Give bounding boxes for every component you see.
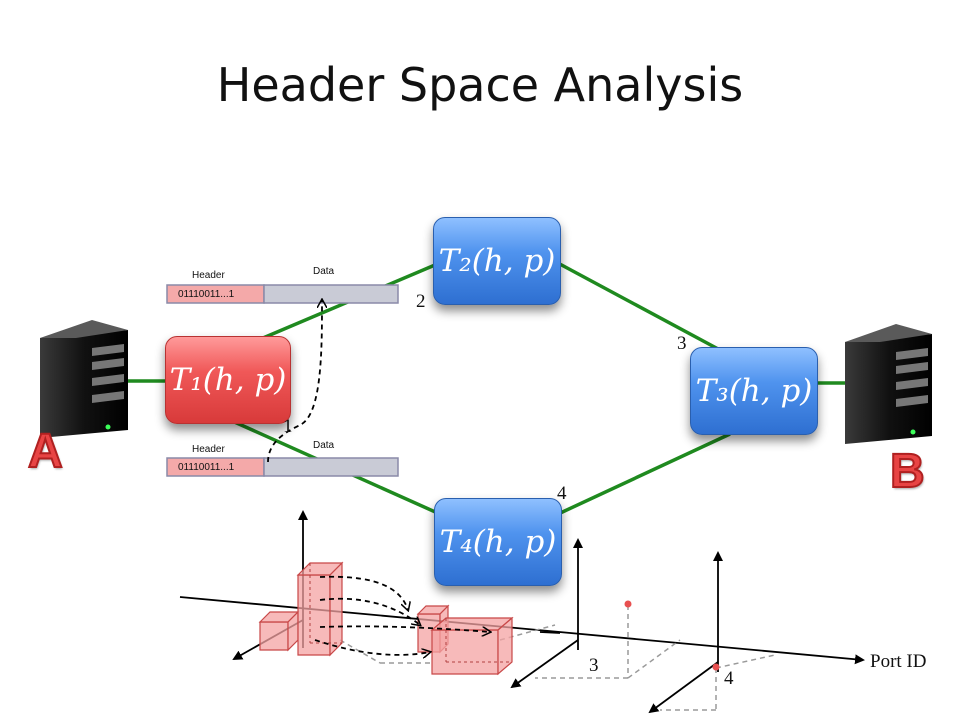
switch-t3[interactable]: T₃(h, p): [690, 347, 818, 435]
packet-bottom: [166, 457, 399, 477]
packet-top-header-label: Header: [192, 270, 225, 281]
packet-top-bits: 01110011...1: [178, 289, 235, 300]
packet-bottom-data-label: Data: [313, 440, 335, 451]
switch-t4-label: T₄(h, p): [439, 524, 557, 560]
host-a-label: A: [27, 424, 64, 479]
host-b-label: B: [889, 444, 926, 499]
packet-data-field: [263, 457, 399, 477]
host-a-server-icon: [40, 320, 128, 438]
link-t4-t3: [555, 432, 731, 517]
host-b-server-icon: [845, 324, 932, 444]
port-label-3: 3: [677, 333, 687, 354]
switch-t3-label: T₃(h, p): [695, 373, 813, 409]
switch-t1[interactable]: T₁(h, p): [165, 336, 291, 424]
port-id-axis: [179, 596, 865, 665]
page-title: Header Space Analysis: [216, 58, 744, 112]
packet-bottom-bits: 01110011...1: [178, 462, 235, 473]
header-point-port3: [624, 600, 632, 608]
packet-data-field: [263, 284, 399, 304]
plot3-depth-axis: [648, 661, 719, 714]
port-label-2: 2: [416, 291, 426, 312]
packet-bottom-header-label: Header: [192, 444, 225, 455]
plot-tick-4: 4: [724, 668, 734, 689]
link-t2-t3: [555, 260, 721, 352]
packet-top-data-label: Data: [313, 266, 335, 277]
switch-t4[interactable]: T₄(h, p): [434, 498, 562, 586]
port-id-axis-label: Port ID: [870, 651, 927, 672]
port-label-1: 1: [283, 416, 293, 437]
switch-t1-label: T₁(h, p): [169, 362, 287, 398]
header-point-port4: [712, 663, 720, 671]
header-space-boxes: [258, 561, 514, 676]
packet-top: [166, 284, 399, 304]
port-label-4: 4: [557, 483, 567, 504]
plot-tick-3: 3: [589, 655, 599, 676]
port-id-axis-tail: [539, 631, 561, 634]
mapping-arrows: [314, 575, 490, 655]
plot2-depth-axis: [510, 639, 579, 689]
packet-flow-arrow: [267, 300, 322, 463]
plot-guides: [339, 605, 776, 711]
switch-t2-label: T₂(h, p): [438, 243, 556, 279]
switch-t2[interactable]: T₂(h, p): [433, 217, 561, 305]
